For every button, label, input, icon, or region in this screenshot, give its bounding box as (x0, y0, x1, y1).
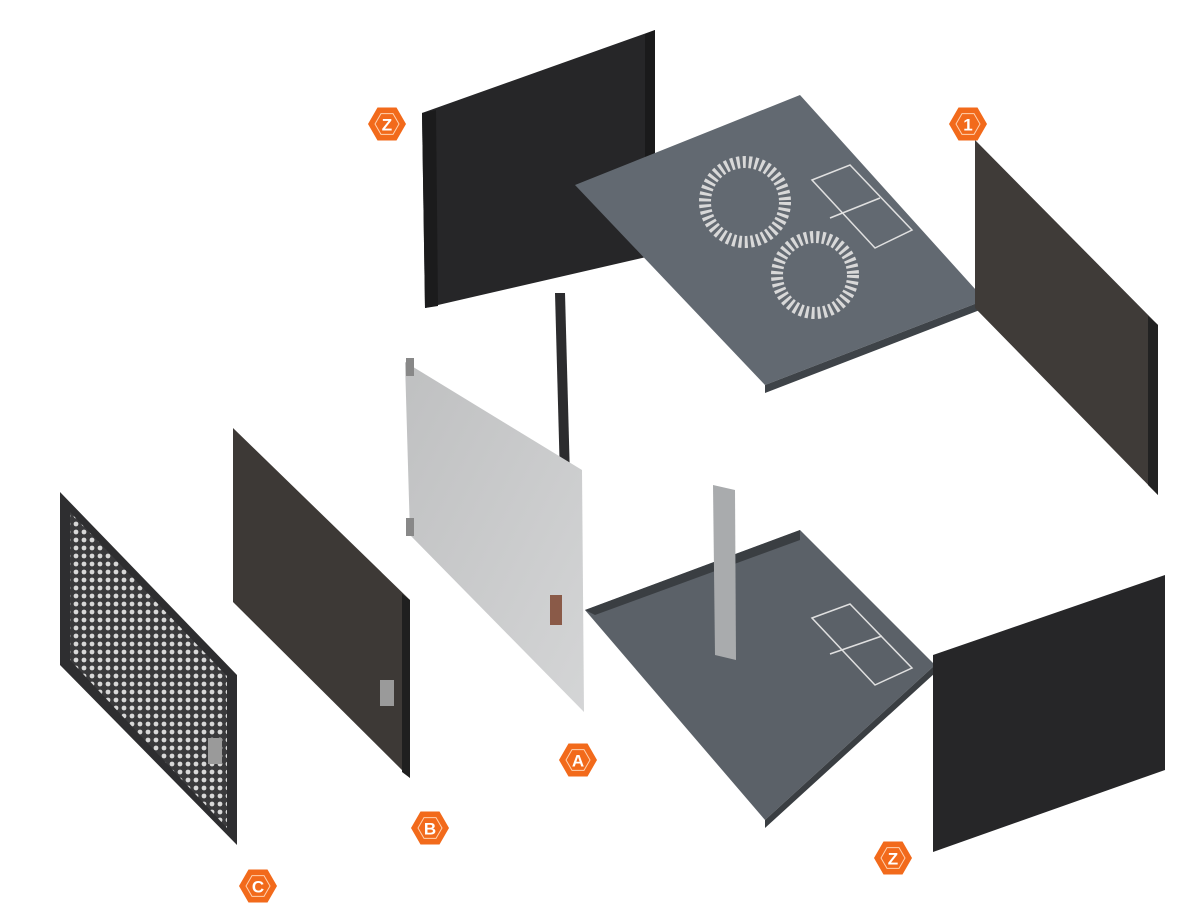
lock-icon (208, 738, 222, 764)
callout-badge-b: B (411, 811, 449, 845)
fan-cutout-1 (699, 156, 791, 248)
callout-label: Z (888, 850, 898, 869)
callout-layer: Z 1A B C Z (239, 107, 987, 903)
callout-badge-one: 1 (949, 107, 987, 141)
callout-badge-c: C (239, 869, 277, 903)
hinge-icon (406, 358, 414, 376)
callout-label: A (572, 752, 584, 771)
hinge-icon (406, 518, 414, 536)
callout-label: B (424, 820, 436, 839)
lock-icon (550, 595, 562, 625)
hexagon-badge-icon (874, 841, 912, 875)
callout-badge-z-top: Z (368, 107, 406, 141)
lock-icon (380, 680, 394, 706)
mounting-rail-front (713, 485, 736, 660)
bottom-panel (585, 530, 935, 828)
solid-front-door (233, 428, 410, 778)
hexagon-outline (417, 817, 443, 839)
cable-entry-cutout (810, 164, 914, 249)
hexagon-outline (955, 113, 981, 135)
hexagon-badge-icon (239, 869, 277, 903)
mounting-rail-rear (555, 293, 570, 478)
glass-front-door (405, 358, 584, 712)
callout-label: C (252, 878, 264, 897)
hexagon-badge-icon (411, 811, 449, 845)
callout-badge-a: A (559, 743, 597, 777)
hexagon-badge-icon (949, 107, 987, 141)
callout-label: 1 (963, 116, 972, 135)
hexagon-badge-icon (559, 743, 597, 777)
perforated-front-door (60, 492, 237, 845)
hexagon-outline (880, 847, 906, 869)
cable-entry-cutout (810, 603, 914, 686)
hexagon-outline (565, 749, 591, 771)
callout-badge-z-bottom: Z (874, 841, 912, 875)
top-panel (575, 95, 985, 393)
fan-cutout-2 (771, 231, 859, 319)
callout-label: Z (382, 116, 392, 135)
hexagon-outline (245, 875, 271, 897)
hexagon-badge-icon (368, 107, 406, 141)
hexagon-outline (374, 113, 400, 135)
rear-side-panel-bottom (933, 575, 1165, 852)
right-side-panel (975, 140, 1158, 495)
